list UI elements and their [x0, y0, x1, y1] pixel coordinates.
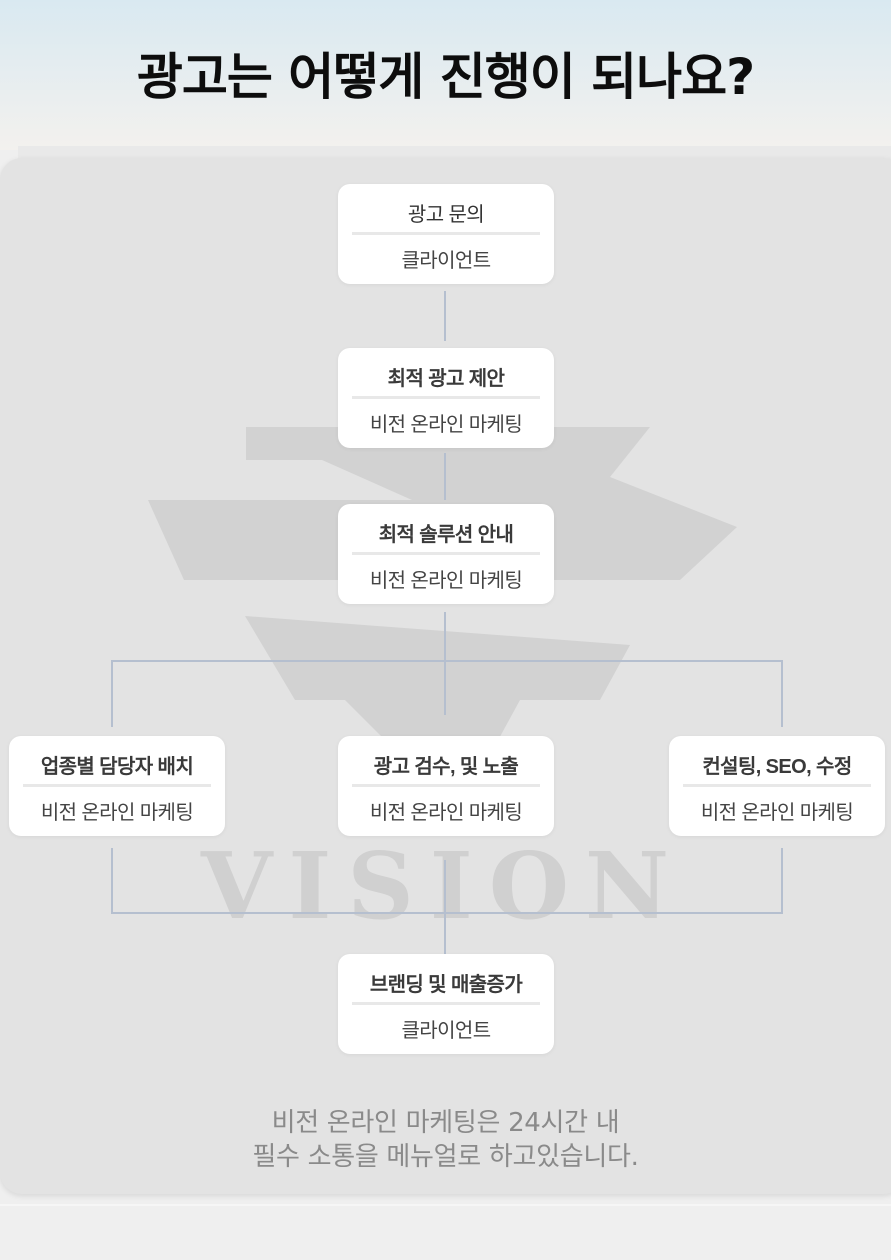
step-title: 광고 문의 — [407, 204, 485, 226]
step-title: 브랜딩 및 매출증가 — [369, 974, 523, 996]
step-subtitle: 비전 온라인 마케팅 — [700, 802, 854, 824]
step-card-consulting: 컨설팅, SEO, 수정 비전 온라인 마케팅 — [669, 736, 885, 836]
step-card-branding: 브랜딩 및 매출증가 클라이언트 — [338, 954, 554, 1054]
step-title: 컨설팅, SEO, 수정 — [702, 756, 852, 778]
page-title: 광고는 어떻게 진행이 되나요? — [136, 48, 755, 106]
footer-line-1: 비전 온라인 마케팅은 24시간 내 — [271, 1108, 620, 1138]
watermark-lower-chevron — [245, 616, 630, 755]
step-subtitle: 비전 온라인 마케팅 — [40, 802, 194, 824]
step-title: 최적 솔루션 안내 — [378, 524, 514, 546]
watermark-upper-chevron — [148, 427, 737, 580]
footer-note: 비전 온라인 마케팅은 24시간 내 필수 소통을 메뉴얼로 하고있습니다. — [0, 1106, 891, 1174]
step-card-inquiry: 광고 문의 클라이언트 — [338, 184, 554, 284]
step-divider — [23, 784, 211, 787]
flow-connectors — [111, 291, 783, 955]
step-subtitle: 클라이언트 — [401, 1020, 492, 1042]
step-card-solution: 최적 솔루션 안내 비전 온라인 마케팅 — [338, 504, 554, 604]
step-divider — [352, 784, 540, 787]
step-divider — [683, 784, 871, 787]
step-title: 최적 광고 제안 — [387, 368, 505, 390]
footer-line-2: 필수 소통을 메뉴얼로 하고있습니다. — [252, 1142, 639, 1172]
step-subtitle: 클라이언트 — [401, 250, 492, 272]
step-divider — [352, 1002, 540, 1005]
step-title: 업종별 담당자 배치 — [40, 756, 194, 778]
watermark-text: VISION — [200, 832, 685, 940]
step-divider — [352, 232, 540, 235]
header-banner: 광고는 어떻게 진행이 되나요? — [0, 0, 891, 150]
bottom-divider — [0, 1204, 891, 1206]
vision-logo-watermark: VISION — [148, 427, 737, 940]
connector-merge-bracket — [111, 848, 783, 914]
step-divider — [352, 396, 540, 399]
step-subtitle: 비전 온라인 마케팅 — [369, 802, 523, 824]
step-subtitle: 비전 온라인 마케팅 — [369, 570, 523, 592]
step-title: 광고 검수, 및 노출 — [373, 756, 519, 778]
step-card-review-exposure: 광고 검수, 및 노출 비전 온라인 마케팅 — [338, 736, 554, 836]
step-divider — [352, 552, 540, 555]
step-card-manager-assignment: 업종별 담당자 배치 비전 온라인 마케팅 — [9, 736, 225, 836]
step-subtitle: 비전 온라인 마케팅 — [369, 414, 523, 436]
step-card-proposal: 최적 광고 제안 비전 온라인 마케팅 — [338, 348, 554, 448]
connector-split-bracket — [111, 660, 783, 727]
